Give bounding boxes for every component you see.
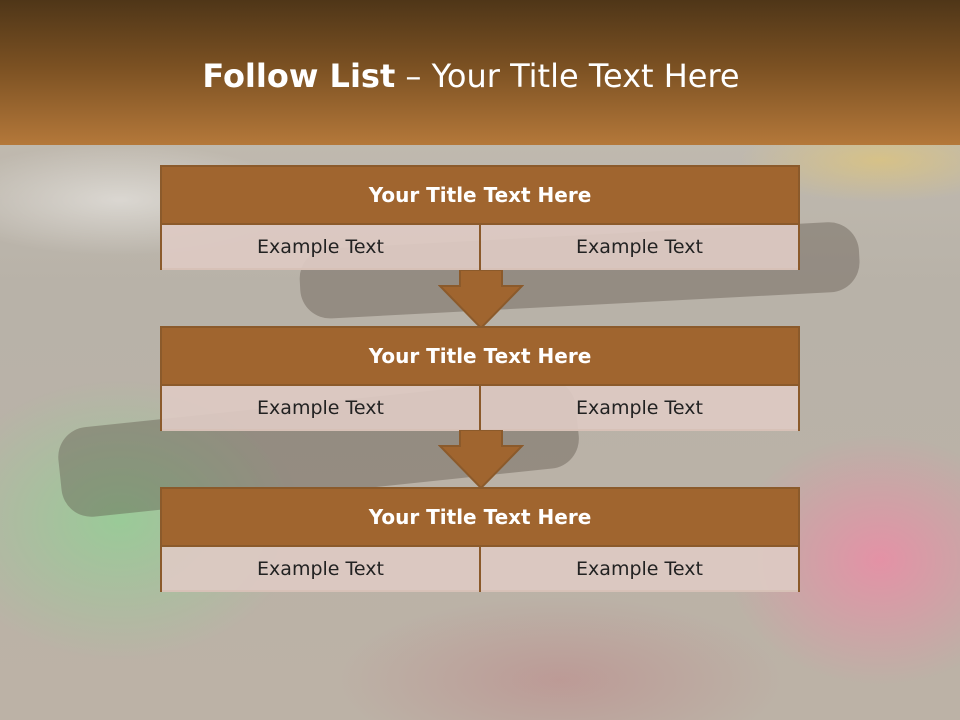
block-title: Your Title Text Here [162, 328, 798, 386]
block-cell-left: Example Text [257, 558, 384, 580]
list-block-2: Your Title Text Here Example Text Exampl… [160, 326, 800, 431]
list-block-1: Your Title Text Here Example Text Exampl… [160, 165, 800, 270]
block-cell-right: Example Text [479, 547, 798, 592]
block-title: Your Title Text Here [162, 167, 798, 225]
list-block-3: Your Title Text Here Example Text Exampl… [160, 487, 800, 592]
down-arrow-icon [438, 270, 524, 330]
slide-title-bold: Follow List [202, 57, 396, 95]
block-row: Example Text Example Text [162, 225, 798, 270]
block-row: Example Text Example Text [162, 547, 798, 592]
block-cell-right: Example Text [479, 386, 798, 431]
down-arrow-icon [438, 430, 524, 490]
block-row: Example Text Example Text [162, 386, 798, 431]
slide-title: Follow List – Your Title Text Here [0, 52, 942, 100]
header-band [0, 0, 960, 145]
block-cell-right: Example Text [479, 225, 798, 270]
block-cell-left: Example Text [257, 397, 384, 419]
block-title: Your Title Text Here [162, 489, 798, 547]
block-cell-left: Example Text [257, 236, 384, 258]
slide-title-rest: – Your Title Text Here [405, 57, 740, 95]
